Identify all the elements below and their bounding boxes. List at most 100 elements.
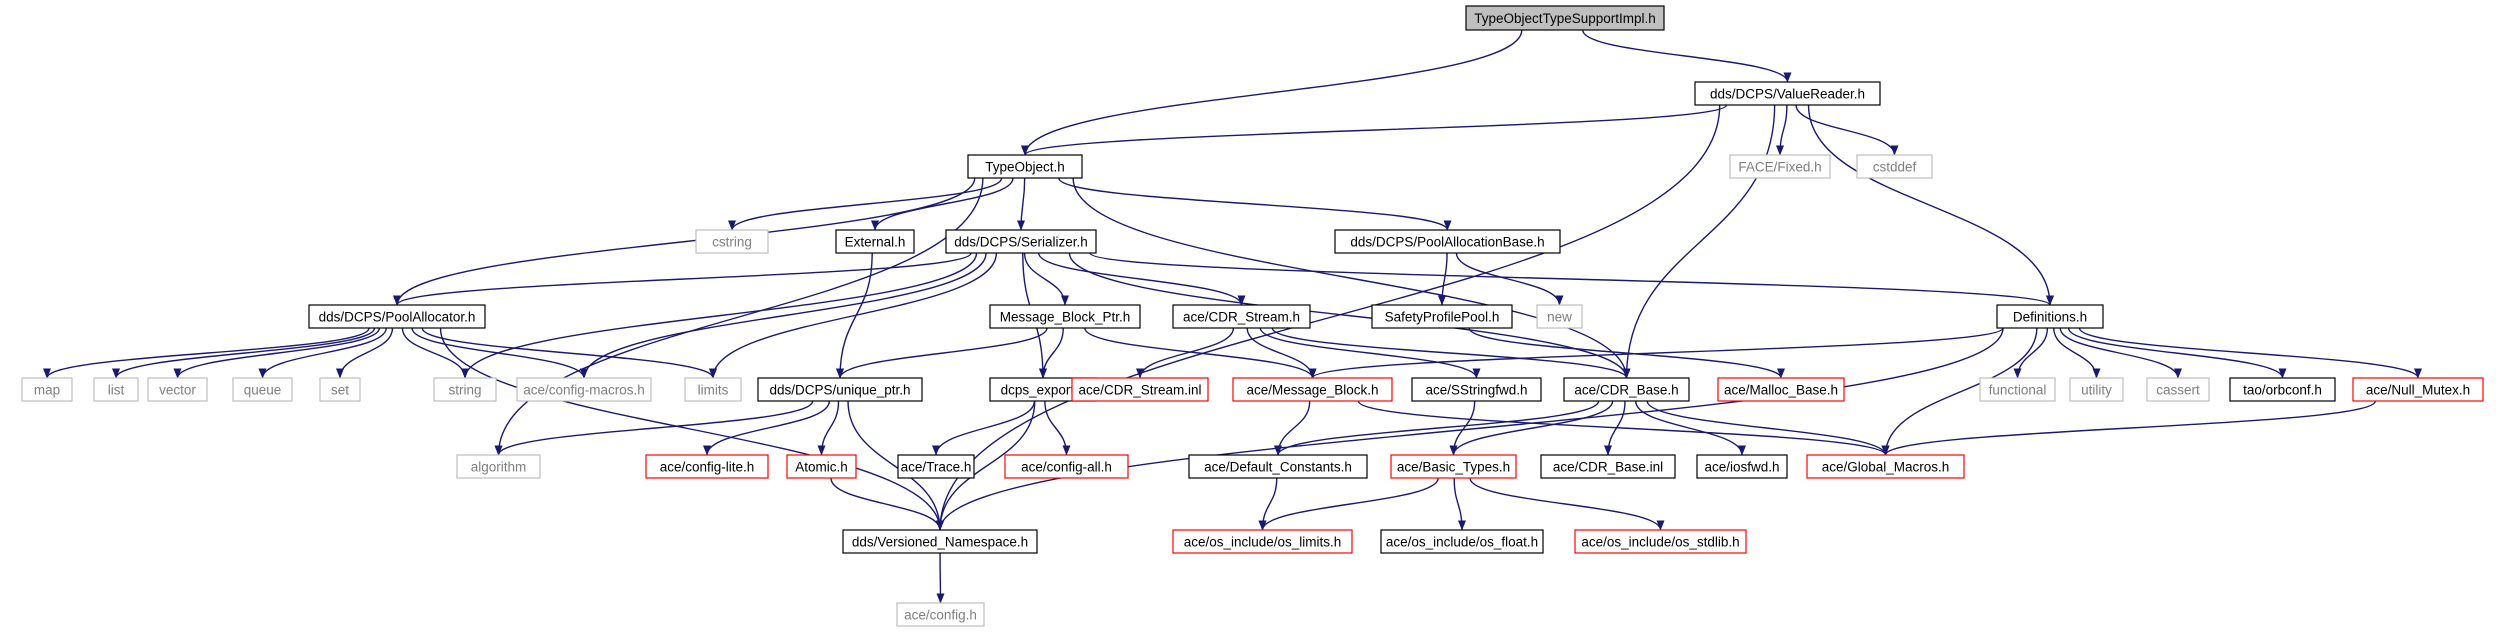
- node-box: [516, 377, 652, 402]
- node-msgblockptr[interactable]: Message_Block_Ptr.h: [989, 304, 1141, 329]
- node-sstringfwd[interactable]: ace/SStringfwd.h: [1411, 377, 1542, 402]
- node-label: ace/Default_Constants.h: [1204, 460, 1352, 475]
- edge-path: [1258, 477, 1439, 531]
- node-safetyprofilepool[interactable]: SafetyProfilePool.h: [1371, 304, 1513, 329]
- edge-path: [817, 400, 840, 456]
- node-label: dds/DCPS/Serializer.h: [954, 235, 1088, 250]
- node-messageblock[interactable]: ace/Message_Block.h: [1232, 377, 1393, 402]
- edge-path: [703, 400, 831, 456]
- edge-definitions-to-nullmutex: [2078, 327, 2422, 379]
- edge-path: [393, 252, 972, 306]
- edge-poolallocbase-to-new: [1455, 252, 1564, 306]
- node-label: algorithm: [471, 460, 527, 475]
- edge-messageblock-to-globalmacros: [1357, 400, 1890, 456]
- edge-path: [411, 327, 588, 379]
- node-label: cassert: [2156, 383, 2200, 398]
- node-basictypes[interactable]: ace/Basic_Types.h: [1390, 454, 1517, 479]
- edge-serializer-to-cdrstream: [1037, 252, 1246, 306]
- edge-definitions-to-orbconf: [2067, 327, 2287, 379]
- edge-path: [1274, 400, 1600, 456]
- edge-path: [1017, 177, 1026, 231]
- node-box: [842, 529, 1038, 554]
- edge-path: [112, 327, 376, 379]
- node-cassert: cassert: [2146, 377, 2210, 402]
- node-label: ace/config.h: [904, 608, 977, 623]
- edge-path: [936, 104, 1721, 531]
- node-poolallocbase[interactable]: dds/DCPS/PoolAllocationBase.h: [1334, 229, 1561, 254]
- edge-poolallocator-to-map: [43, 327, 370, 379]
- node-label: Message_Block_Ptr.h: [1000, 310, 1131, 325]
- node-cdrbase[interactable]: ace/CDR_Base.h: [1563, 377, 1690, 402]
- node-cdrstreaminl[interactable]: ace/CDR_Stream.inl: [1071, 377, 1209, 402]
- edge-uniqueptr-to-algorithm: [494, 400, 814, 456]
- node-label: cstddef: [1873, 160, 1917, 175]
- node-configlite[interactable]: ace/config-lite.h: [645, 454, 769, 479]
- node-box: [967, 154, 1083, 179]
- edge-dcpsexport-to-acetrace: [932, 400, 1036, 456]
- edge-poolallocator-to-versionedns: [439, 327, 944, 531]
- node-atomic[interactable]: Atomic.h: [786, 454, 857, 479]
- node-cdrbaseinl[interactable]: ace/CDR_Base.inl: [1540, 454, 1676, 479]
- nodes-layer: TypeObjectTypeSupportImpl.h dds/DCPS/Valu…: [21, 5, 2484, 627]
- node-box: [1371, 304, 1513, 329]
- node-typeobject[interactable]: TypeObject.h: [967, 154, 1083, 179]
- node-osstdlib[interactable]: ace/os_include/os_stdlib.h: [1574, 529, 1747, 554]
- node-box: [1172, 304, 1311, 329]
- node-cdrstream[interactable]: ace/CDR_Stream.h: [1172, 304, 1311, 329]
- node-external[interactable]: External.h: [835, 229, 915, 254]
- node-box: [1004, 454, 1129, 479]
- node-box: [835, 229, 915, 254]
- node-acetrace[interactable]: ace/Trace.h: [897, 454, 975, 479]
- node-iosfwd[interactable]: ace/iosfwd.h: [1696, 454, 1788, 479]
- edge-path: [1468, 327, 1785, 379]
- edge-path: [932, 400, 1036, 456]
- node-definitions[interactable]: Definitions.h: [1996, 304, 2104, 329]
- edge-root-to-typeobject: [1021, 29, 1523, 156]
- edge-cdrbase-to-cdrbaseinl: [1604, 400, 1626, 456]
- edge-path: [1438, 252, 1448, 306]
- node-osfloat[interactable]: ace/os_include/os_float.h: [1380, 529, 1544, 554]
- edge-path: [1021, 29, 1523, 156]
- edge-path: [1795, 104, 1899, 156]
- node-configall[interactable]: ace/config-all.h: [1004, 454, 1129, 479]
- node-label: ace/config-macros.h: [523, 383, 645, 398]
- node-nullmutex[interactable]: ace/Null_Mutex.h: [2352, 377, 2484, 402]
- edge-path: [43, 327, 370, 379]
- node-mallocbase[interactable]: ace/Malloc_Base.h: [1717, 377, 1845, 402]
- node-set: set: [319, 377, 361, 402]
- edge-uniqueptr-to-versionedns: [847, 400, 944, 531]
- edge-atomic-to-versionedns: [830, 477, 944, 531]
- node-root[interactable]: TypeObjectTypeSupportImpl.h: [1465, 5, 1665, 31]
- node-cstddef: cstddef: [1856, 154, 1933, 179]
- edge-path: [401, 327, 469, 379]
- node-valuereader[interactable]: dds/DCPS/ValueReader.h: [1694, 81, 1881, 106]
- node-label: ace/config-lite.h: [660, 460, 755, 475]
- edge-path: [830, 477, 944, 531]
- edge-path: [1582, 29, 1792, 83]
- node-label: ace/os_include/os_float.h: [1386, 535, 1538, 550]
- node-box: [1996, 304, 2104, 329]
- node-algorithm: algorithm: [456, 454, 541, 479]
- node-label: dds/DCPS/PoolAllocator.h: [319, 310, 476, 325]
- node-box: [945, 229, 1097, 254]
- node-box: [1172, 529, 1353, 554]
- node-globalmacros[interactable]: ace/Global_Macros.h: [1806, 454, 1965, 479]
- edge-poolallocator-to-set: [336, 327, 394, 379]
- node-versionedns[interactable]: dds/Versioned_Namespace.h: [842, 529, 1038, 554]
- node-oslimits[interactable]: ace/os_include/os_limits.h: [1172, 529, 1353, 554]
- node-serializer[interactable]: dds/DCPS/Serializer.h: [945, 229, 1097, 254]
- edge-valuereader-to-cdrbase: [1622, 104, 1776, 379]
- node-orbconf[interactable]: tao/orbconf.h: [2229, 377, 2336, 402]
- node-poolallocator[interactable]: dds/DCPS/PoolAllocator.h: [308, 304, 486, 329]
- node-defaultconstants[interactable]: ace/Default_Constants.h: [1188, 454, 1368, 479]
- node-uniqueptr[interactable]: dds/DCPS/unique_ptr.h: [757, 377, 923, 402]
- edges-layer: [43, 29, 2422, 604]
- edge-path: [936, 327, 2004, 531]
- edge-path: [1044, 400, 1071, 456]
- edge-poolallocator-to-vector: [173, 327, 381, 379]
- node-box: [786, 454, 857, 479]
- node-box: [21, 377, 73, 402]
- edge-typeobject-to-cstring: [728, 177, 1003, 231]
- node-label: ace/Null_Mutex.h: [2366, 383, 2470, 398]
- edge-path: [2013, 327, 2049, 379]
